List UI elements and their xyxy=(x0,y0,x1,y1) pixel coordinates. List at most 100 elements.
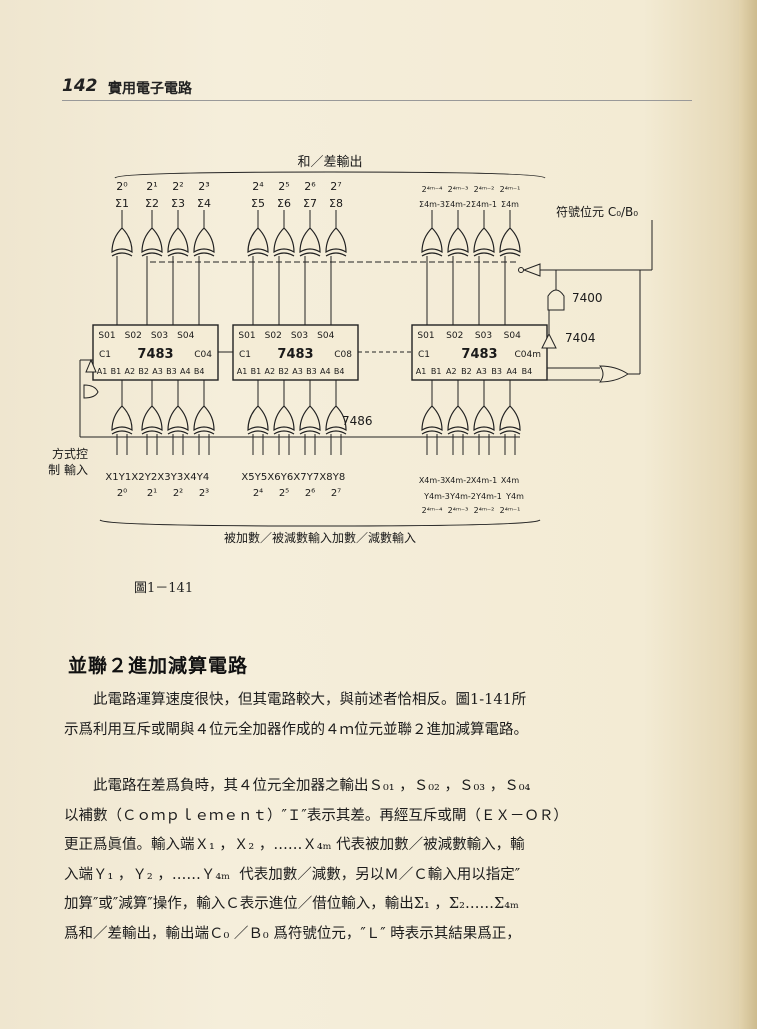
input-label: X8 xyxy=(319,472,332,483)
chip-pin-label: B3 xyxy=(166,367,177,376)
output-xor-gate xyxy=(167,227,189,254)
gate-7404-label: 7404 xyxy=(565,331,596,345)
chip-pin-label: B2 xyxy=(138,367,149,376)
input-label: Y8 xyxy=(332,472,345,483)
gate-7400-label: 7400 xyxy=(572,291,603,305)
sum-output-name: Σ5 xyxy=(251,197,265,210)
input-xor-gate xyxy=(447,405,469,432)
input-weight-label: 2¹ xyxy=(147,488,157,499)
input-xor-gate xyxy=(421,405,443,432)
adder-chip-7483 xyxy=(232,324,359,381)
input-xor-gate-arc xyxy=(141,430,163,435)
input-label: Y4m-1 xyxy=(475,492,502,501)
chip-pin-label: B2 xyxy=(461,367,472,376)
final-xor-gate xyxy=(599,365,629,383)
input-xor-gate-arc xyxy=(299,430,321,435)
output-xor-gate xyxy=(299,227,321,254)
chip-pin-label: S04 xyxy=(317,331,334,341)
input-label: X7 xyxy=(293,472,306,483)
input-xor-gate xyxy=(141,405,163,432)
input-description-label: 被加數／被減數輸入加數／減數輸入 xyxy=(224,530,416,545)
input-weight-label: 2⁶ xyxy=(305,488,315,499)
mode-nand-gate xyxy=(83,384,99,399)
input-xor-gate xyxy=(273,405,295,432)
chip-pin-label: B4 xyxy=(522,367,533,376)
input-label: Y6 xyxy=(280,472,293,483)
chip-carry-in-label: C1 xyxy=(418,350,430,360)
input-label: X6 xyxy=(267,472,280,483)
weight-label: 2⁴ xyxy=(252,180,264,193)
chip-pin-label: S04 xyxy=(177,331,194,341)
figure-caption: 圖1－141 xyxy=(134,581,194,596)
output-xor-gate-arc xyxy=(167,252,189,257)
sum-output-name: Σ3 xyxy=(171,197,185,210)
page-number: 142 xyxy=(62,76,98,96)
input-xor-gate-arc xyxy=(499,430,521,435)
input-xor-gate xyxy=(193,405,215,432)
chip-pin-label: S03 xyxy=(475,331,492,341)
input-weight-label: 2⁴ᵐ⁻¹ xyxy=(500,506,521,515)
output-xor-gate-arc xyxy=(247,252,269,257)
section-heading: 並聯２進加減算電路 xyxy=(68,655,249,677)
weight-label: 2³ xyxy=(198,180,209,193)
sum-output-name: Σ6 xyxy=(277,197,291,210)
chip-pin-label: B1 xyxy=(251,367,262,376)
sum-output-name: Σ4 xyxy=(197,197,211,210)
inverter-gate-7404 xyxy=(541,332,557,349)
chip-name-label: 7483 xyxy=(461,347,497,362)
chip-carry-out-label: C08 xyxy=(334,350,352,360)
input-label: Y4m xyxy=(505,492,524,501)
mode-control-label: 方式控 xyxy=(52,446,88,461)
paragraph-2: 此電路在差爲負時，其４位元全加器之輸出Ｓ₀₁ ，Ｓ₀₂ ，Ｓ₀₃ ，Ｓ₀₄ 以補… xyxy=(64,778,568,942)
chip-pin-label: A4 xyxy=(506,367,517,376)
output-xor-gate xyxy=(193,227,215,254)
input-label: Y7 xyxy=(306,472,319,483)
sum-output-name: Σ1 xyxy=(115,197,129,210)
input-label: X4 xyxy=(183,472,196,483)
output-xor-gate-arc xyxy=(499,252,521,257)
sum-output-label: 和／差輸出 xyxy=(297,155,362,170)
chip-carry-out-label: C04m xyxy=(514,350,541,360)
input-xor-gate-arc xyxy=(167,430,189,435)
chip-pin-label: S03 xyxy=(291,331,308,341)
input-xor-gate xyxy=(325,405,347,432)
input-label: X4m-1 xyxy=(471,476,497,485)
weight-label: 2⁶ xyxy=(304,180,316,193)
weight-label: 2¹ xyxy=(146,180,157,193)
mode-buffer-gate xyxy=(85,358,97,373)
input-xor-gate xyxy=(247,405,269,432)
chip-pin-label: S02 xyxy=(265,331,282,341)
chip-pin-label: A2 xyxy=(124,367,135,376)
input-xor-gate xyxy=(473,405,495,432)
paragraph-1: 此電路運算速度很快，但其電路較大，與前述者恰相反。圖1-141所 示爲利用互斥或… xyxy=(64,692,528,738)
chip-pin-label: A4 xyxy=(180,367,191,376)
sum-output-name: Σ4m-3 xyxy=(419,200,445,209)
weight-label: 2⁴ᵐ⁻² xyxy=(474,185,495,194)
chip-pin-label: A1 xyxy=(237,367,248,376)
weight-label: 2⁷ xyxy=(330,180,341,193)
input-xor-gate-arc xyxy=(247,430,269,435)
input-label: X4m xyxy=(501,476,520,485)
sum-output-name: Σ8 xyxy=(329,197,343,210)
output-xor-gate xyxy=(111,227,133,254)
output-xor-gate-arc xyxy=(325,252,347,257)
output-xor-gate xyxy=(273,227,295,254)
input-label: X2 xyxy=(131,472,144,483)
input-xor-gate-arc xyxy=(273,430,295,435)
output-xor-gate xyxy=(141,227,163,254)
output-xor-gate-arc xyxy=(273,252,295,257)
input-label: Y4m-2 xyxy=(449,492,476,501)
output-xor-gate xyxy=(421,227,443,254)
sum-output-name: Σ4m xyxy=(501,200,519,209)
input-label: X3 xyxy=(157,472,170,483)
header-rule xyxy=(62,100,692,101)
output-xor-gate-arc xyxy=(193,252,215,257)
output-xor-gate-arc xyxy=(447,252,469,257)
book-title: 實用電子電路 xyxy=(108,81,192,97)
chip-carry-in-label: C1 xyxy=(239,350,251,360)
input-label: Y1 xyxy=(118,472,131,483)
adder-subtractor-circuit-diagram: 和／差輸出2⁰Σ12¹Σ22²Σ32³Σ42⁴Σ52⁵Σ62⁶Σ72⁷Σ82⁴ᵐ… xyxy=(48,155,653,545)
input-weight-label: 2⁴ᵐ⁻² xyxy=(474,506,495,515)
inverter-bubble xyxy=(518,267,524,273)
chip-pin-label: S04 xyxy=(504,331,521,341)
